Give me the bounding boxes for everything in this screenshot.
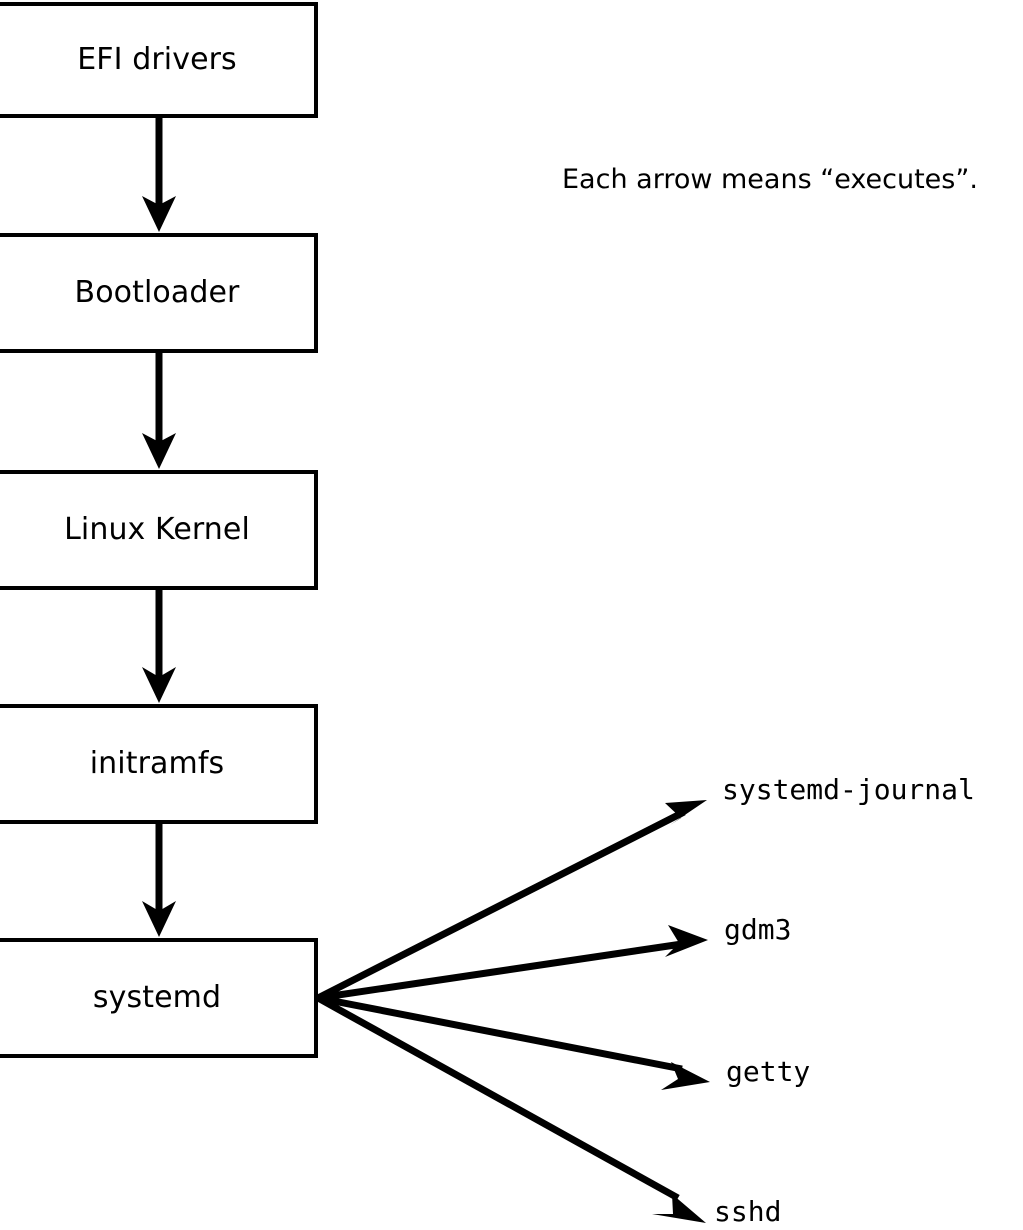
service-label-getty[interactable]: getty	[726, 1055, 811, 1088]
node-initramfs[interactable]: initramfs	[0, 704, 318, 824]
chain-arrow-kernel-to-initramfs	[142, 589, 176, 703]
chain-arrow-initramfs-to-systemd	[142, 824, 176, 937]
node-initramfs-label: initramfs	[89, 746, 225, 781]
service-label-systemd-journal[interactable]: systemd-journal	[722, 773, 975, 806]
node-bootloader[interactable]: Bootloader	[0, 233, 318, 353]
fanout-arrow-sshd	[316, 994, 706, 1223]
fanout-arrow-systemd-journal	[316, 800, 707, 1002]
service-label-gdm3[interactable]: gdm3	[724, 913, 792, 946]
node-bootloader-label: Bootloader	[74, 275, 240, 310]
fanout-arrow-getty	[317, 994, 710, 1090]
node-efi-drivers-label: EFI drivers	[77, 42, 237, 77]
node-linux-kernel[interactable]: Linux Kernel	[0, 470, 318, 590]
diagram-caption: Each arrow means “executes”.	[562, 164, 978, 195]
chain-arrow-efi-to-bootloader	[142, 117, 176, 232]
fanout-arrow-gdm3	[317, 925, 708, 1002]
node-systemd-label: systemd	[92, 980, 222, 1015]
node-efi-drivers[interactable]: EFI drivers	[0, 2, 318, 118]
node-systemd[interactable]: systemd	[0, 938, 318, 1058]
chain-arrow-bootloader-to-kernel	[142, 353, 176, 469]
service-label-sshd[interactable]: sshd	[714, 1195, 782, 1228]
node-linux-kernel-label: Linux Kernel	[64, 512, 250, 547]
